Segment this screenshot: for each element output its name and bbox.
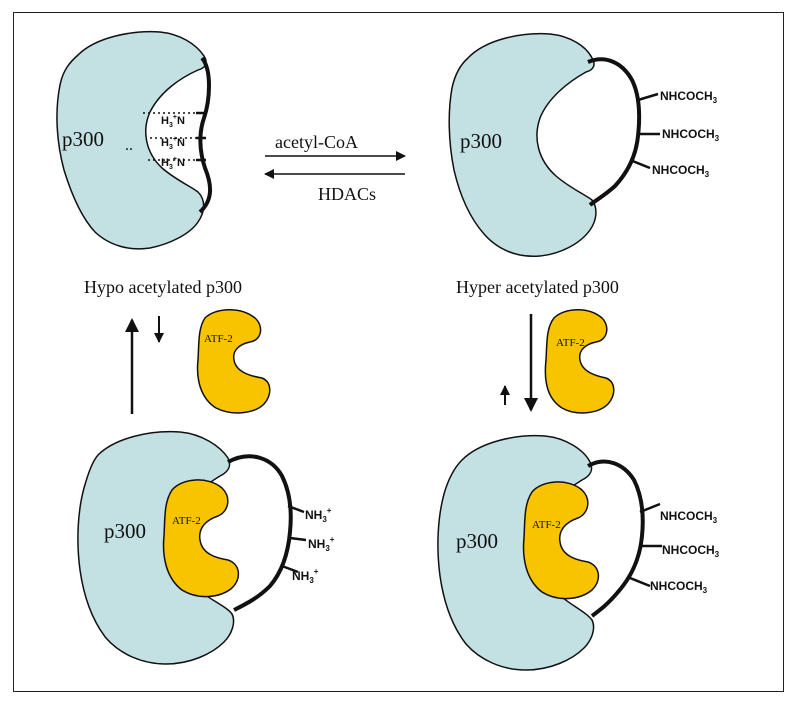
p300-loop	[198, 56, 212, 214]
svg-text:NH3+: NH3+	[305, 506, 332, 524]
svg-text:NH3+: NH3+	[308, 535, 335, 553]
svg-text:H3+N: H3+N	[161, 114, 185, 129]
hyper-p300-atf2-complex: NHCOCH3 NHCOCH3 NHCOCH3 ATF-2 p300	[437, 434, 720, 671]
equilibrium-arrows: acetyl-CoA HDACs	[264, 132, 406, 204]
svg-text:NHCOCH3: NHCOCH3	[660, 89, 718, 105]
hyper-p300-complex: NHCOCH3 NHCOCH3 NHCOCH3 p300	[448, 32, 720, 258]
atf2-bound	[522, 481, 600, 600]
hypo-p300-atf2-complex: NH3+ NH3+ NH3+ ATF-2 p300	[77, 430, 335, 665]
acetyl-coa-label: acetyl-CoA	[275, 132, 358, 152]
svg-text:NHCOCH3: NHCOCH3	[662, 543, 720, 559]
p300-loop	[587, 459, 645, 618]
atf2-free-right: ATF-2	[544, 309, 615, 414]
svg-text:ATF-2: ATF-2	[556, 337, 585, 349]
atf2-free-left: ATF-2	[196, 309, 271, 414]
p300-body	[77, 430, 235, 665]
svg-text:ATF-2: ATF-2	[204, 333, 233, 345]
left-binding-arrows	[125, 316, 164, 414]
p300-loop	[227, 454, 293, 612]
hdacs-label: HDACs	[318, 184, 376, 204]
hypo-caption: Hypo acetylated p300	[84, 277, 242, 297]
svg-text:NH3+: NH3+	[292, 567, 319, 585]
svg-text:ATF-2: ATF-2	[532, 519, 561, 531]
p300-loop	[587, 57, 642, 207]
svg-text:NHCOCH3: NHCOCH3	[650, 579, 708, 595]
p300-label: p300	[456, 529, 498, 553]
svg-text:NHCOCH3: NHCOCH3	[660, 509, 718, 525]
p300-body	[448, 32, 597, 258]
hyper-caption: Hyper acetylated p300	[456, 277, 619, 297]
p300-label: p300	[460, 129, 502, 153]
p300-label: p300	[62, 127, 104, 151]
hypo-p300-complex: H3+N H3+N H3+N p300 ..	[56, 30, 212, 250]
svg-text:H3+N: H3+N	[161, 156, 185, 171]
svg-text:NHCOCH3: NHCOCH3	[652, 163, 710, 179]
svg-text:ATF-2: ATF-2	[172, 515, 201, 527]
right-binding-arrows	[500, 314, 538, 412]
p300-body	[56, 30, 207, 250]
svg-text:..: ..	[125, 137, 133, 154]
svg-text:NHCOCH3: NHCOCH3	[662, 127, 720, 143]
svg-text:H3+N: H3+N	[161, 136, 185, 151]
atf2-bound	[162, 479, 240, 598]
p300-label: p300	[104, 519, 146, 543]
